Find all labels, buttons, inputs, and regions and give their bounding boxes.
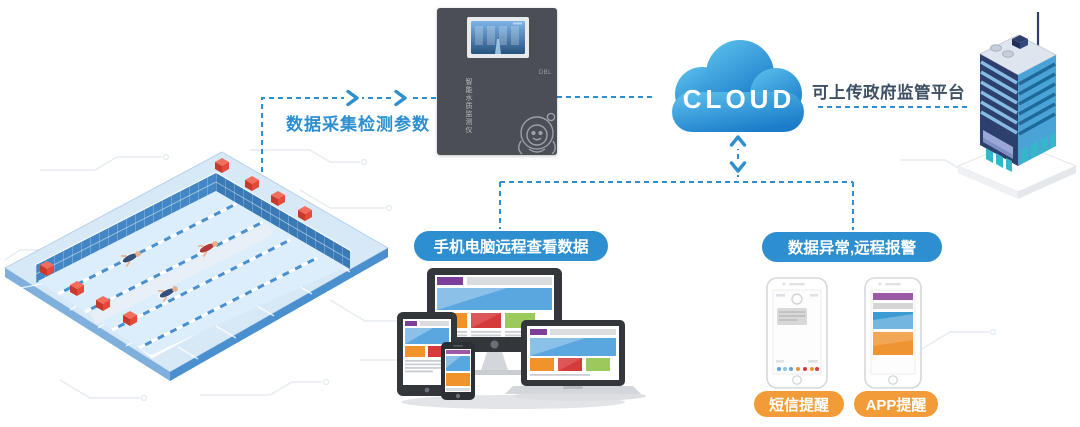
arrow-right-icon (394, 89, 407, 107)
deck-edge-right (170, 248, 388, 381)
label-sms-alert: 短信提醒 (754, 391, 844, 417)
app-phone-icon (864, 277, 922, 389)
smartphone-icon (441, 342, 475, 400)
swimmers (120, 241, 218, 302)
government-building-icon (956, 12, 1078, 199)
device-side-label: 智能水质监测仪 (465, 78, 472, 134)
monitoring-device-panel: DBL 智能水质监测仪 (437, 8, 557, 155)
lane-ropes (57, 202, 318, 350)
cloud-icon (672, 40, 804, 132)
deck-edge-left (5, 268, 170, 381)
laptop-icon (505, 320, 641, 394)
swimming-pool-illustration (0, 151, 390, 381)
label-app-alert: APP提醒 (854, 391, 938, 417)
sms-phone-icon (766, 277, 828, 389)
label-government-upload: 可上传政府监管平台 (812, 84, 965, 102)
label-data-collection: 数据采集检测参数 (286, 115, 430, 134)
alert-phones (766, 277, 922, 389)
starting-block-icons (40, 158, 312, 326)
pool-bulkhead (90, 223, 274, 324)
label-remote-view: 手机电脑远程查看数据 (414, 231, 608, 261)
device-brand-label: DBL (538, 70, 552, 76)
label-remote-alarm: 数据异常,远程报警 (762, 232, 942, 262)
mascot-icon (518, 112, 556, 155)
cloud-label: CLOUD (682, 84, 796, 114)
devices-cluster (397, 268, 646, 409)
arrow-right-icon (346, 89, 359, 107)
device-screen (467, 17, 529, 58)
